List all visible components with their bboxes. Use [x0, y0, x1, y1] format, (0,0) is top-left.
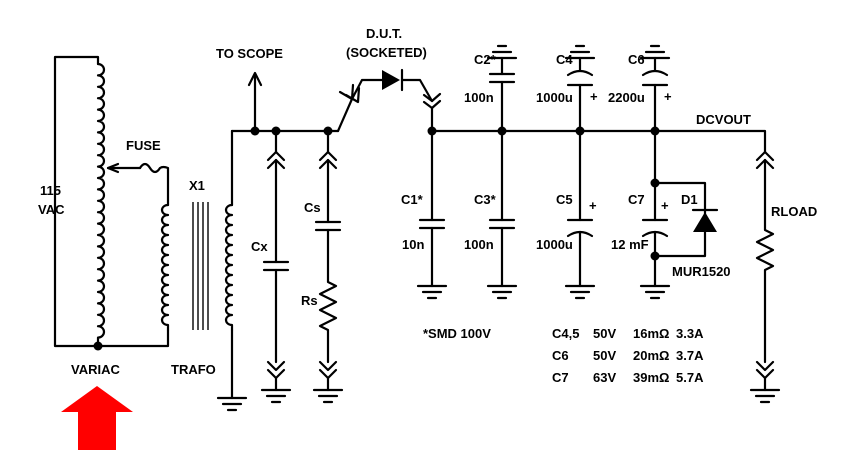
c5-plus: +	[589, 198, 597, 213]
trafo-label: TRAFO	[171, 362, 216, 377]
dut-socketed-label: (SOCKETED)	[346, 45, 427, 60]
c4-label: C4	[556, 52, 573, 67]
variac-label: VARIAC	[71, 362, 120, 377]
c6-label: C6	[628, 52, 645, 67]
spec-current: 3.3A	[676, 326, 704, 341]
diode-d1	[650, 178, 719, 261]
x1-label: X1	[189, 178, 205, 193]
spec-esr: 39mΩ	[633, 370, 669, 385]
c6-plus: +	[664, 89, 672, 104]
wire-variac-bottom	[96, 328, 170, 348]
vac-unit-label: VAC	[38, 202, 65, 217]
c2-label: C2*	[474, 52, 497, 67]
vac-value-label: 115	[40, 183, 61, 198]
transformer-x1	[160, 129, 234, 400]
spec-name: C7	[552, 370, 569, 385]
capacitor-c1	[416, 129, 448, 300]
fuse	[138, 162, 170, 207]
c7-label: C7	[628, 192, 645, 207]
c4-value: 1000u	[536, 90, 573, 105]
d1-label: D1	[681, 192, 698, 207]
fuse-label: FUSE	[126, 138, 161, 153]
capacitor-c3	[486, 129, 518, 300]
c7-value: 12 mF	[611, 237, 649, 252]
spec-voltage: 50V	[593, 326, 616, 341]
to-scope-label: TO SCOPE	[216, 46, 283, 61]
c3-value: 100n	[464, 237, 494, 252]
spec-esr: 16mΩ	[633, 326, 669, 341]
spec-voltage: 63V	[593, 370, 616, 385]
red-arrow-icon	[61, 386, 133, 450]
rs-label: Rs	[301, 293, 318, 308]
capacitor-c6	[639, 44, 671, 133]
dut-label: D.U.T.	[366, 26, 402, 41]
spec-esr: 20mΩ	[633, 348, 669, 363]
spec-name: C4,5	[552, 326, 579, 341]
capacitor-c7	[639, 129, 671, 300]
variac	[53, 55, 142, 351]
dc-bus	[430, 129, 767, 154]
to-scope-probe	[247, 71, 263, 133]
spec-current: 5.7A	[676, 370, 704, 385]
dcvout-label: DCVOUT	[696, 112, 751, 127]
spec-table: C4,5 50V 16mΩ 3.3A C6 50V 20mΩ 3.7A C7 6…	[552, 326, 704, 385]
c5-value: 1000u	[536, 237, 573, 252]
cs-rs-branch	[314, 129, 342, 392]
capacitor-c5	[564, 129, 596, 300]
cx-branch	[262, 129, 290, 392]
rload	[755, 150, 775, 392]
c1-label: C1*	[401, 192, 424, 207]
cx-label: Cx	[251, 239, 268, 254]
cs-label: Cs	[304, 200, 321, 215]
c1-value: 10n	[402, 237, 424, 252]
d1-part-label: MUR1520	[672, 264, 731, 279]
c6-value: 2200u	[608, 90, 645, 105]
ground-symbols	[216, 388, 781, 412]
capacitor-c2	[486, 44, 518, 133]
capacitor-c4	[564, 44, 596, 133]
spec-current: 3.7A	[676, 348, 704, 363]
c2-value: 100n	[464, 90, 494, 105]
smd-note: *SMD 100V	[423, 326, 491, 341]
rload-label: RLOAD	[771, 204, 817, 219]
c5-label: C5	[556, 192, 573, 207]
c3-label: C3*	[474, 192, 497, 207]
spec-voltage: 50V	[593, 348, 616, 363]
c7-plus: +	[661, 198, 669, 213]
spec-name: C6	[552, 348, 569, 363]
dut-diode	[336, 68, 442, 133]
c4-plus: +	[590, 89, 598, 104]
